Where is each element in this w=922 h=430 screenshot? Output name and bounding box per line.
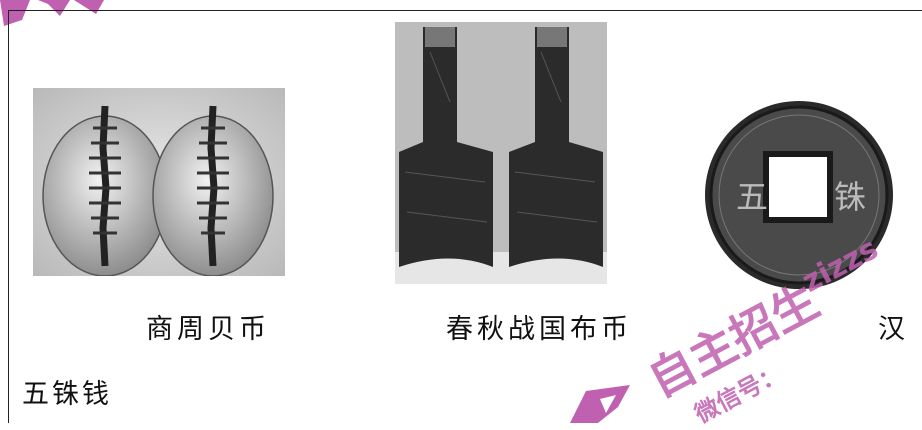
- coin-char-left: 五: [736, 178, 768, 216]
- document-frame: [8, 10, 922, 423]
- caption-han: 汉: [878, 314, 909, 345]
- wuzhu-coin-image: 五 铢: [702, 98, 896, 292]
- watermark-logo-fragment: [570, 385, 630, 423]
- shell-money-image: [33, 88, 285, 276]
- caption-wuzhu: 五铢钱: [22, 379, 112, 410]
- coin-char-right: 铢: [834, 178, 866, 216]
- caption-shell-money: 商周贝币: [146, 314, 270, 345]
- spade-money-image: [395, 22, 607, 284]
- caption-spade-money: 春秋战国布币: [446, 314, 632, 345]
